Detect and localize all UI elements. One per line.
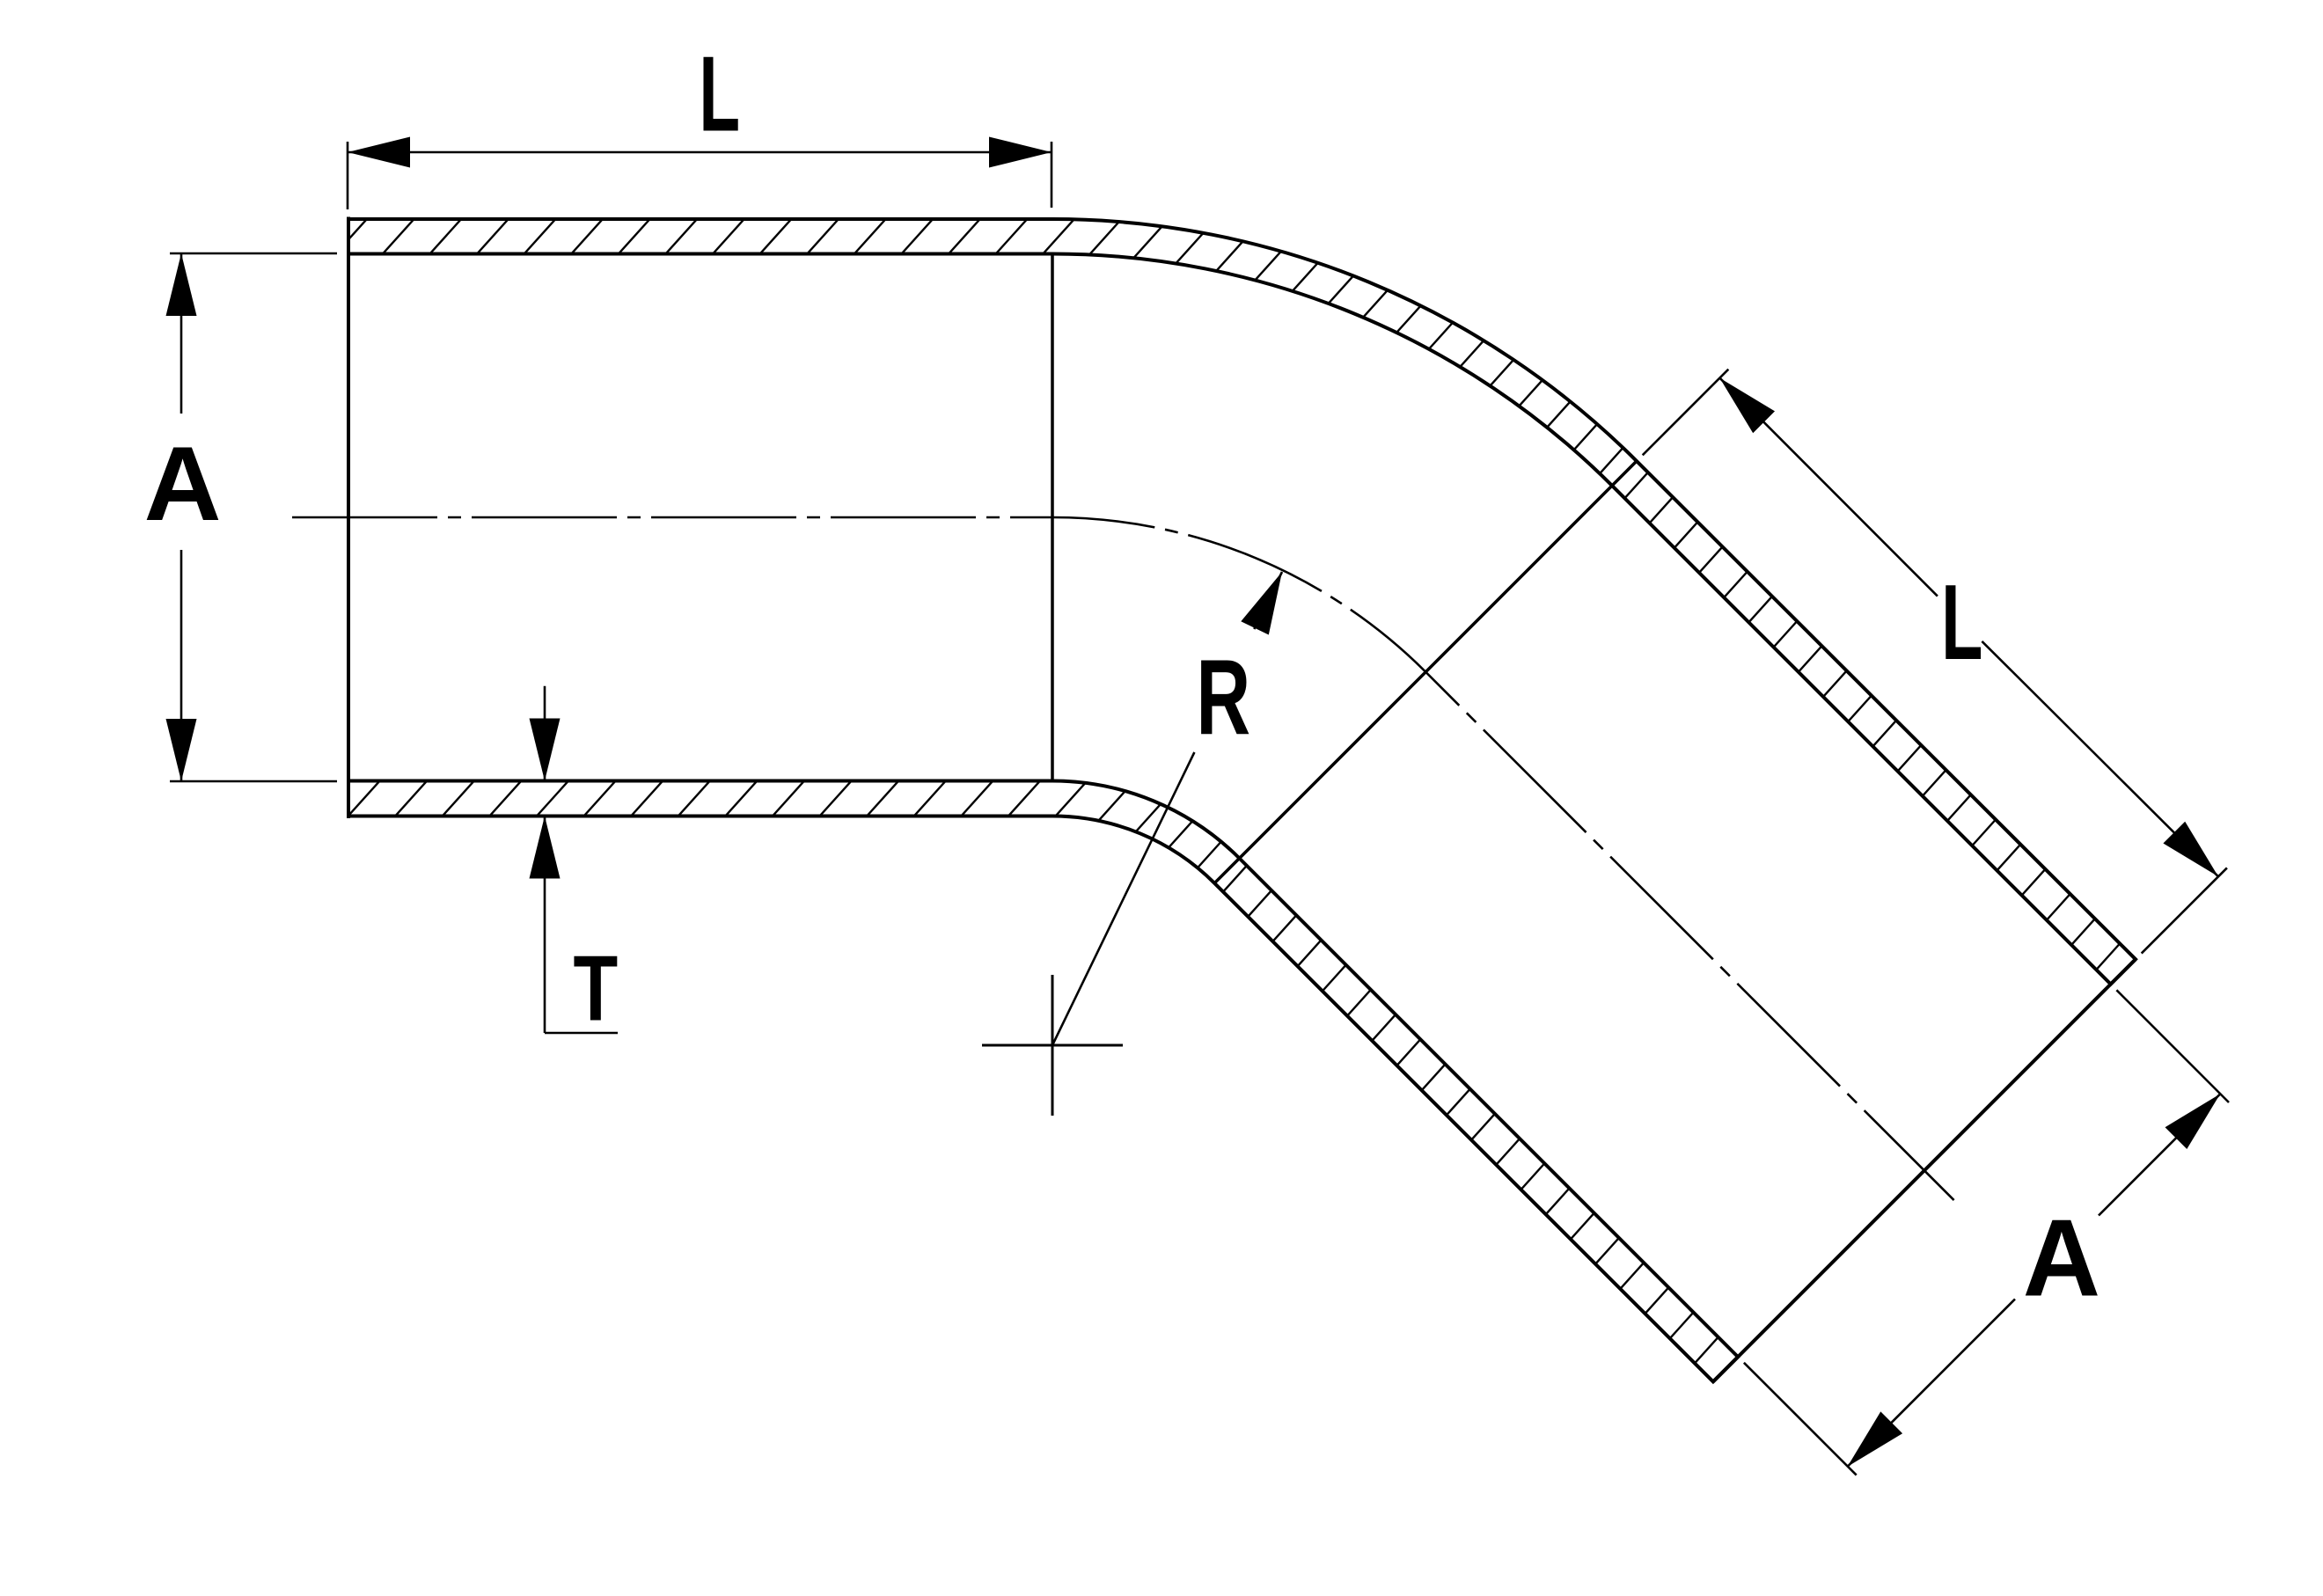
svg-text:A: A xyxy=(144,426,222,543)
svg-text:L: L xyxy=(1941,562,1982,682)
svg-text:L: L xyxy=(699,34,740,154)
svg-text:T: T xyxy=(574,937,619,1041)
svg-text:R: R xyxy=(1196,637,1250,757)
svg-text:A: A xyxy=(2023,1197,2100,1320)
